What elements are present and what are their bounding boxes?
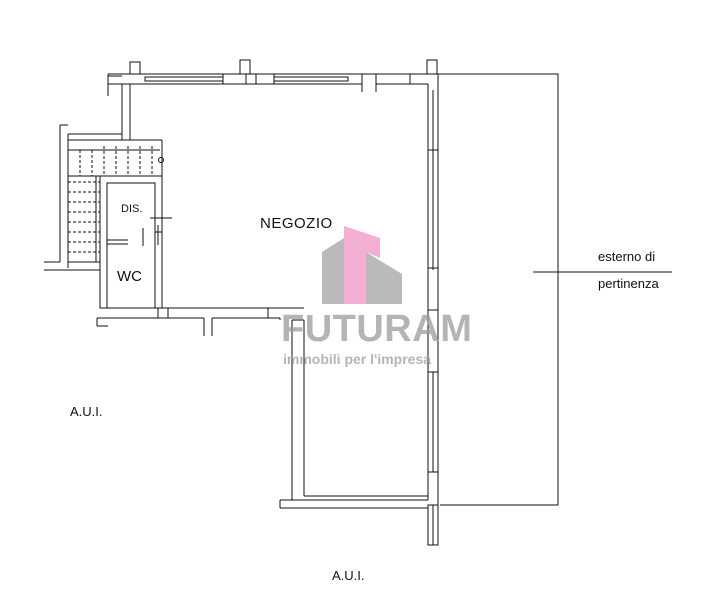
- room-label-dis: DIS.: [121, 203, 143, 215]
- external-area-outline: [438, 73, 672, 506]
- shop-south-wall: [96, 307, 304, 336]
- logo-building-right: [366, 252, 402, 304]
- watermark-tagline: immobili per l'impresa: [283, 351, 432, 367]
- futuram-logo-graphic: [322, 226, 402, 304]
- top-wall: [107, 59, 438, 92]
- bottom-walls: [279, 319, 439, 546]
- logo-building-pink: [344, 226, 380, 304]
- room-label-wc: WC: [117, 268, 142, 285]
- logo-building-left: [322, 238, 344, 304]
- watermark-brand-name: FUTURAM: [281, 308, 473, 350]
- right-wall: [427, 74, 439, 505]
- area-label-esterno-line1: esterno di: [598, 249, 656, 264]
- room-label-negozio: NEGOZIO: [260, 215, 333, 232]
- area-label-aui-left: A.U.I.: [70, 404, 103, 419]
- area-label-aui-bottom: A.U.I.: [332, 568, 365, 583]
- area-label-esterno-line2: pertinenza: [598, 276, 659, 291]
- staircase: [44, 124, 164, 271]
